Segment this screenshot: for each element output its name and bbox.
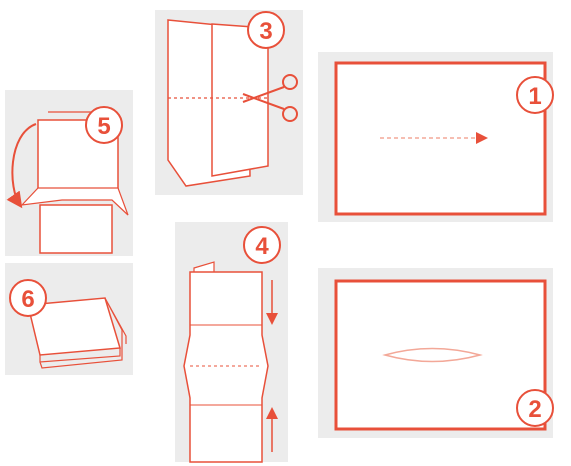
step-1-number: 1 [528, 83, 541, 110]
bottom-page [40, 205, 112, 253]
standing-sheet [184, 272, 268, 462]
step-6-number: 6 [21, 286, 34, 313]
step-2: 2 [336, 281, 553, 429]
step-3-number: 3 [259, 18, 272, 45]
paper-sheet-icon [336, 63, 545, 214]
step-2-number: 2 [528, 396, 541, 423]
step-4-number: 4 [255, 233, 269, 260]
step-5-number: 5 [97, 113, 110, 140]
folded-sheet-icon [336, 281, 545, 429]
step-1: 1 [336, 63, 553, 214]
